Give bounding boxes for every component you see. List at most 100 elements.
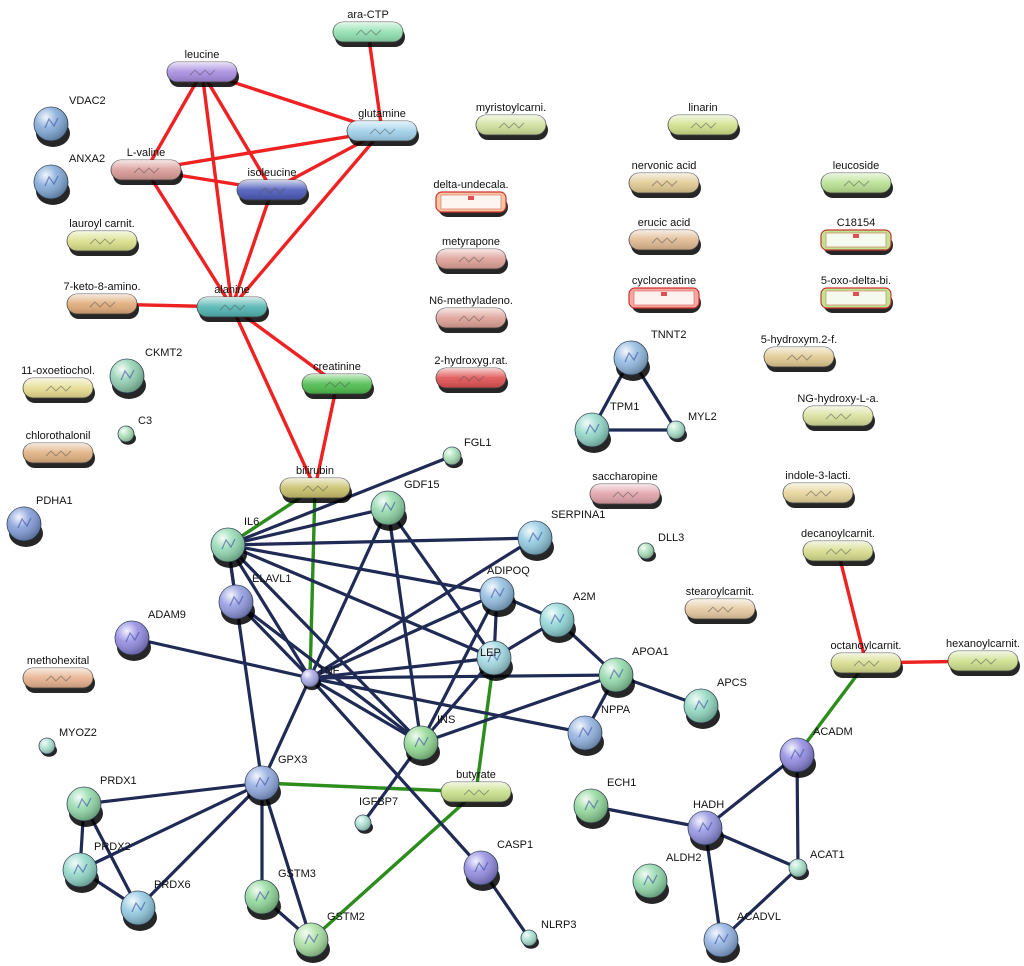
node-adam9[interactable]: ADAM9 xyxy=(114,609,186,661)
node-label: ACAT1 xyxy=(810,849,845,861)
node-2-hydroxyg[interactable]: 2-hydroxyg.rat. xyxy=(434,355,508,393)
edge-il6-lep xyxy=(226,543,496,660)
node-stearoyl[interactable]: stearoylcarnit. xyxy=(684,586,757,624)
node-ckmt2[interactable]: CKMT2 xyxy=(109,347,182,399)
node-l-valine[interactable]: L-valine xyxy=(110,147,183,185)
node-prdx1[interactable]: PRDX1 xyxy=(66,775,137,827)
node-bilirubin[interactable]: bilirubin xyxy=(279,465,352,503)
node-myl2[interactable]: MYL2 xyxy=(666,411,717,443)
node-tnf[interactable]: TNF xyxy=(300,665,340,691)
node-5-hydroxym[interactable]: 5-hydroxym.2-f. xyxy=(761,334,837,372)
node-isoleucine[interactable]: isoleucine xyxy=(236,167,309,205)
node-pdha1[interactable]: PDHA1 xyxy=(6,495,73,547)
node-nervonic[interactable]: nervonic acid xyxy=(628,160,701,198)
edge-tnf-casp1 xyxy=(308,676,483,870)
node-gloss xyxy=(464,851,498,885)
node-gloss xyxy=(518,521,552,555)
node-igfbp7[interactable]: IGFBP7 xyxy=(354,796,398,834)
node-linarin[interactable]: linarin xyxy=(667,102,740,140)
node-indole[interactable]: indole-3-lacti. xyxy=(782,470,855,508)
node-prdx2[interactable]: PRDX2 xyxy=(62,841,131,893)
node-gloss xyxy=(436,368,506,388)
node-metyrapone[interactable]: metyrapone xyxy=(435,236,508,274)
node-gloss xyxy=(63,853,97,887)
node-chlorothalonil[interactable]: chlorothalonil xyxy=(22,430,95,468)
node-elavl1[interactable]: ELAVL1 xyxy=(218,573,292,625)
node-label: SERPINA1 xyxy=(551,509,605,521)
node-n6-methyl[interactable]: N6-methyladeno. xyxy=(429,295,513,333)
node-apoa1[interactable]: APOA1 xyxy=(598,646,669,698)
node-delta-undec[interactable]: delta-undecala. xyxy=(433,179,509,217)
node-gloss xyxy=(821,173,891,193)
node-nlrp3[interactable]: NLRP3 xyxy=(520,919,576,949)
edge-butyrate-gstm2 xyxy=(309,790,478,942)
protein-structure-icon xyxy=(490,587,505,599)
node-label: lauroyl carnit. xyxy=(69,218,134,230)
node-11-oxo[interactable]: 11-oxoetiochol. xyxy=(21,365,95,403)
edge-ara-ctp-glutamine xyxy=(366,30,384,133)
node-aldh2[interactable]: ALDH2 xyxy=(632,852,701,904)
node-ara-ctp[interactable]: ara-CTP xyxy=(332,9,405,47)
node-label: myristoylcarni. xyxy=(476,102,546,114)
node-dll3[interactable]: DLL3 xyxy=(637,532,684,562)
node-label: APOA1 xyxy=(632,646,669,658)
node-lauroyl[interactable]: lauroyl carnit. xyxy=(66,218,139,256)
node-leucine[interactable]: leucine xyxy=(166,49,239,87)
node-ins[interactable]: INS xyxy=(403,714,455,766)
node-apcs[interactable]: APCS xyxy=(683,677,747,729)
node-myristoyl[interactable]: myristoylcarni. xyxy=(475,102,548,140)
missing-image-mark-icon xyxy=(853,292,859,296)
node-saccharopine[interactable]: saccharopine xyxy=(589,471,662,509)
node-gpx3[interactable]: GPX3 xyxy=(244,754,307,806)
node-vdac2[interactable]: VDAC2 xyxy=(33,95,106,147)
node-methohexital[interactable]: methohexital xyxy=(22,655,95,693)
node-hadh[interactable]: HADH xyxy=(687,799,724,851)
node-gstm2[interactable]: GSTM2 xyxy=(293,911,365,963)
node-cyclocreatine[interactable]: cyclocreatine xyxy=(628,275,701,313)
node-acadvl[interactable]: ACADVL xyxy=(703,911,781,963)
node-lep[interactable]: LEP xyxy=(476,640,513,681)
node-acadm[interactable]: ACADM xyxy=(779,726,853,778)
node-nppa[interactable]: NPPA xyxy=(567,704,631,756)
node-leucoside[interactable]: leucoside xyxy=(820,160,893,198)
node-adipoq[interactable]: ADIPOQ xyxy=(479,565,530,617)
node-c3[interactable]: C3 xyxy=(117,415,152,445)
node-gdf15[interactable]: GDF15 xyxy=(370,479,439,531)
node-gstm3[interactable]: GSTM3 xyxy=(244,868,316,920)
protein-structure-icon xyxy=(643,874,658,886)
node-prdx6[interactable]: PRDX6 xyxy=(120,879,191,931)
node-alanine[interactable]: alanine xyxy=(196,284,269,322)
node-ng-hydroxy[interactable]: NG-hydroxy-L-a. xyxy=(797,393,879,431)
node-ech1[interactable]: ECH1 xyxy=(573,777,636,829)
node-5-oxo[interactable]: 5-oxo-delta-bi. xyxy=(820,275,893,313)
node-a2m[interactable]: A2M xyxy=(539,591,596,643)
node-fgl1[interactable]: FGL1 xyxy=(442,437,492,469)
protein-structure-icon xyxy=(73,863,88,875)
node-gloss xyxy=(668,115,738,135)
node-decanoyl[interactable]: decanoylcarnit. xyxy=(801,528,875,566)
edge-adam9-tnf xyxy=(130,636,312,680)
node-anxa2[interactable]: ANXA2 xyxy=(33,153,105,205)
node-label: decanoylcarnit. xyxy=(801,528,875,540)
node-butyrate[interactable]: butyrate xyxy=(440,769,513,807)
edge-tnf-apoa1 xyxy=(308,673,618,680)
node-creatinine[interactable]: creatinine xyxy=(301,361,374,399)
node-acat1[interactable]: ACAT1 xyxy=(788,849,845,881)
protein-structure-icon xyxy=(125,631,140,643)
node-glutamine[interactable]: glutamine xyxy=(346,108,419,146)
node-7-keto[interactable]: 7-keto-8-amino. xyxy=(63,281,141,319)
node-octanoyl[interactable]: octanoylcarnit. xyxy=(831,640,903,678)
node-myoz2[interactable]: MYOZ2 xyxy=(38,727,97,757)
node-erucic[interactable]: erucic acid xyxy=(628,217,701,255)
node-il6[interactable]: IL6 xyxy=(210,516,259,568)
edge-apoa1-ins xyxy=(419,673,618,745)
node-hexanoyl[interactable]: hexanoylcarnit. xyxy=(946,638,1020,676)
node-c18154[interactable]: C18154 xyxy=(820,217,893,255)
node-tnnt2[interactable]: TNNT2 xyxy=(613,329,686,381)
node-label: DLL3 xyxy=(658,532,684,544)
node-tpm1[interactable]: TPM1 xyxy=(574,401,639,453)
molecule-structure-icon xyxy=(189,69,216,76)
node-serpina1[interactable]: SERPINA1 xyxy=(517,509,605,561)
node-casp1[interactable]: CASP1 xyxy=(463,839,533,891)
node-label: HADH xyxy=(693,799,724,811)
